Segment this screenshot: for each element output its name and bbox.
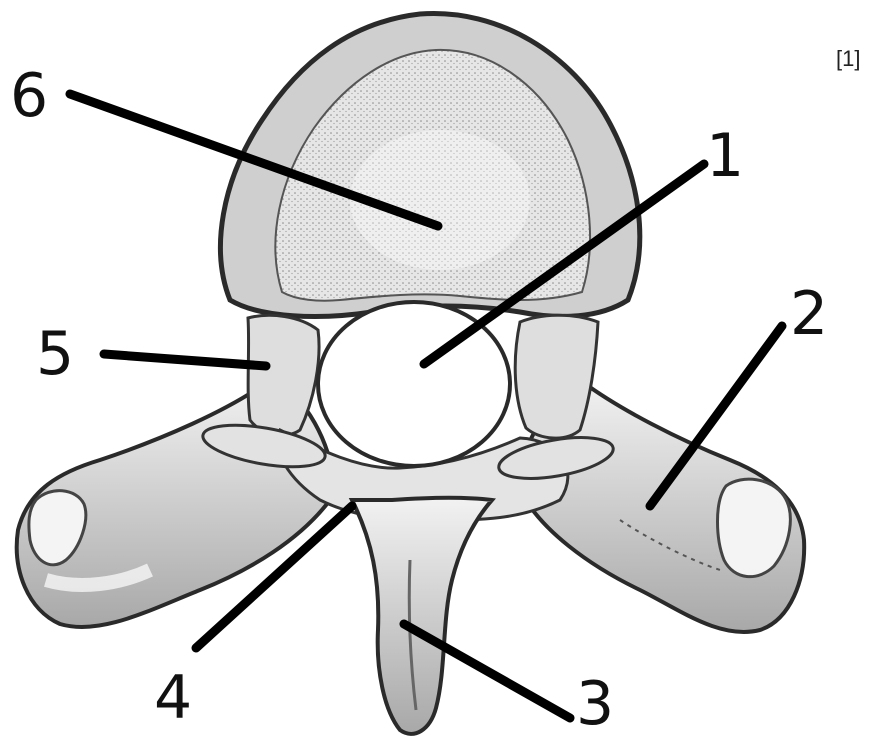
label-1: 1 [706,121,744,191]
label-5: 5 [36,319,74,389]
label-6: 6 [10,61,48,131]
label-4: 4 [154,663,192,733]
label-2: 2 [790,279,828,349]
label-3: 3 [576,669,614,739]
vertebral-body [220,13,639,316]
reference-marker: [1] [836,46,860,72]
spinous-process [352,498,492,734]
leader-line-5 [104,354,266,366]
